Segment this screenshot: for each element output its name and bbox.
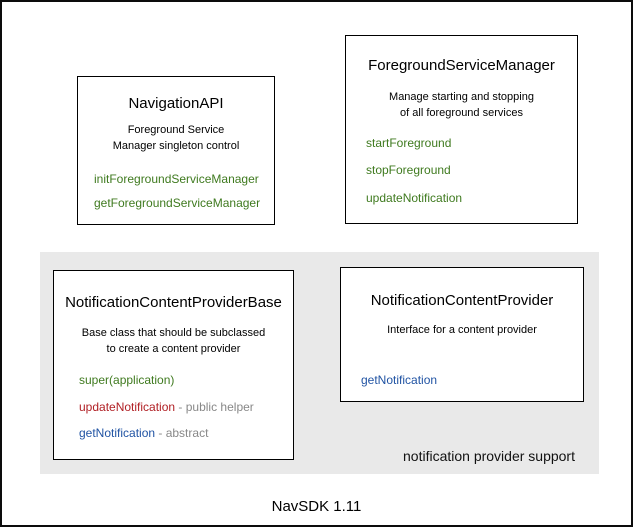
method-name: super(application) (79, 373, 175, 387)
description-line: Foreground Service (127, 124, 225, 136)
class-title-navigation-api: NavigationAPI (128, 95, 224, 112)
method-stopForeground: stopForeground (366, 163, 451, 177)
method-annotation: - public helper (175, 400, 254, 414)
class-title-foreground-service-manager: ForegroundServiceManager (368, 57, 555, 74)
region-label: notification provider support (403, 448, 575, 464)
class-description: Interface for a content provider (341, 322, 583, 338)
description-line: of all foreground services (400, 107, 523, 119)
description-line: Interface for a content provider (387, 324, 537, 336)
method-annotation: - abstract (155, 426, 209, 440)
description-line: to create a content provider (106, 343, 241, 355)
method-name: updateNotification (79, 400, 176, 414)
description-line: Base class that should be subclassed (81, 327, 266, 339)
class-box-notification-content-provider-base: NotificationContentProviderBase Base cla… (53, 270, 294, 460)
class-title-notification-content-provider-base: NotificationContentProviderBase (65, 294, 282, 311)
method-startForeground: startForeground (366, 136, 452, 150)
description-line: Manager singleton control (112, 140, 240, 152)
method-updateNotification: updateNotification (366, 191, 463, 205)
method-getNotification: getNotification (361, 373, 438, 387)
class-box-navigation-api: NavigationAPI Foreground Service Manager… (77, 76, 275, 225)
class-description: Base class that should be subclassed to … (54, 325, 293, 357)
class-description: Foreground Service Manager singleton con… (78, 122, 274, 154)
class-title-notification-content-provider: NotificationContentProvider (370, 292, 554, 309)
class-description: Manage starting and stopping of all fore… (346, 89, 577, 121)
method-updateNotification: updateNotification - public helper (79, 400, 254, 414)
method-getNotification: getNotification - abstract (79, 426, 208, 440)
class-box-foreground-service-manager: ForegroundServiceManager Manage starting… (345, 35, 578, 224)
method-initForegroundServiceManager: initForegroundServiceManager (94, 172, 259, 186)
description-line: Manage starting and stopping (389, 91, 534, 103)
diagram-caption: NavSDK 1.11 (271, 498, 362, 515)
class-box-notification-content-provider: NotificationContentProvider Interface fo… (340, 267, 584, 402)
method-name: getNotification (79, 426, 156, 440)
method-getForegroundServiceManager: getForegroundServiceManager (94, 196, 261, 210)
method-super-application: super(application) (79, 373, 174, 387)
